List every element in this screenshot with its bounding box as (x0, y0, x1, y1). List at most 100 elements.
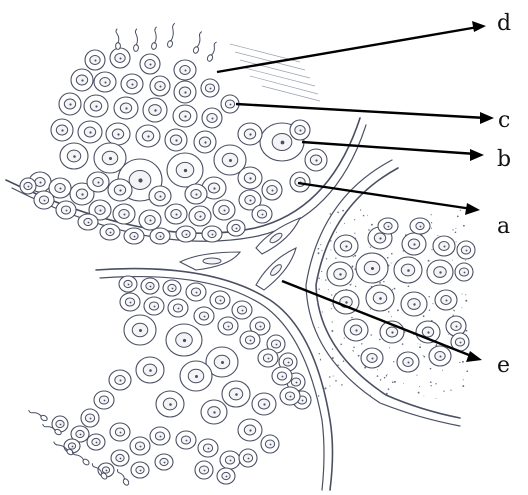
germ-cell (81, 409, 99, 427)
germ-cell (305, 149, 327, 171)
germ-cell (238, 419, 262, 441)
germ-cell (165, 204, 187, 224)
label-arrows (217, 21, 494, 362)
germ-cell (150, 228, 170, 244)
germ-cell (185, 184, 207, 204)
sperm-cell (28, 407, 48, 421)
germ-cell (114, 97, 138, 119)
germ-cell (106, 123, 130, 145)
germ-cell (210, 291, 230, 309)
germ-cell (109, 370, 131, 390)
germ-cell (258, 349, 278, 367)
label-b: b (497, 147, 511, 172)
germ-cell (227, 220, 245, 236)
germ-cell (119, 276, 137, 292)
germ-cell (121, 74, 143, 94)
germ-cell (110, 48, 130, 68)
germ-cell (56, 201, 76, 219)
germ-cell (84, 95, 108, 117)
germ-cell (85, 50, 105, 70)
germ-cell (194, 307, 214, 325)
label-c: c (498, 108, 510, 133)
germ-cell (261, 435, 279, 453)
sperm-cell (116, 29, 121, 49)
germ-cell (108, 179, 132, 201)
germ-cell (51, 119, 73, 141)
germ-cell (195, 461, 213, 479)
germ-cell (202, 108, 222, 128)
germ-cell (290, 120, 310, 140)
germ-cell (130, 437, 150, 455)
sperm-cell (167, 23, 178, 48)
germ-cell (176, 431, 196, 449)
germ-cell (156, 391, 184, 417)
germ-cell (174, 81, 196, 103)
germ-cell (59, 93, 81, 115)
germ-cell (344, 319, 368, 341)
germ-cell (140, 54, 160, 74)
germ-cell (143, 98, 167, 122)
germ-cell (176, 226, 196, 242)
germ-cell (220, 451, 240, 469)
germ-cell (110, 423, 130, 441)
germ-cell (410, 218, 430, 234)
germ-cell (240, 331, 260, 349)
germ-cell (401, 292, 427, 316)
germ-cell (262, 180, 282, 200)
germ-cell (217, 468, 235, 484)
germ-cell (327, 262, 353, 286)
germ-cell (78, 214, 98, 230)
germ-cell (429, 346, 451, 366)
germ-cell (166, 324, 202, 356)
germ-cell (100, 224, 120, 240)
germ-cell (290, 172, 310, 192)
germ-cell (94, 391, 114, 409)
germ-cell (150, 427, 170, 445)
germ-cell (173, 105, 197, 127)
germ-cell (213, 200, 235, 220)
arrow-b (302, 142, 484, 161)
germ-cell (136, 357, 164, 383)
germ-cell (201, 400, 227, 424)
germ-cell (455, 263, 473, 281)
germ-cell (433, 236, 455, 256)
germ-cell (34, 191, 54, 209)
germ-cell (356, 253, 388, 283)
germ-cell (252, 393, 276, 415)
germ-cell (124, 228, 144, 244)
germ-cell (155, 454, 173, 470)
sperm-cell (151, 27, 160, 50)
label-d: d (497, 11, 511, 36)
germ-cell (149, 186, 171, 206)
germ-cell (20, 178, 36, 194)
germ-cell (78, 121, 102, 143)
germ-cell (168, 299, 188, 317)
lower-cell-layer (52, 276, 311, 484)
germ-cell (272, 367, 292, 385)
germ-cell (238, 123, 262, 145)
germ-cell (60, 143, 88, 169)
label-e: e (497, 353, 510, 378)
background-hatching (230, 44, 320, 101)
germ-cell (163, 280, 181, 296)
germ-cell (361, 348, 383, 368)
label-a: a (497, 214, 510, 239)
germ-cell (378, 218, 398, 234)
germ-cell (334, 235, 358, 257)
germ-cell (124, 315, 156, 345)
arrow-c (236, 104, 494, 124)
germ-cell (238, 167, 262, 189)
germ-cell (113, 204, 135, 224)
germ-cell (394, 257, 422, 283)
sperm-cell (116, 468, 129, 486)
germ-cell (202, 226, 222, 242)
germ-cell (165, 129, 187, 151)
germ-cell (402, 233, 426, 255)
germ-cell (186, 283, 206, 301)
germ-cell (427, 260, 453, 284)
germ-cell (174, 60, 196, 80)
germ-cell (239, 449, 257, 467)
germ-cell (71, 69, 93, 91)
germ-cell (120, 293, 140, 311)
